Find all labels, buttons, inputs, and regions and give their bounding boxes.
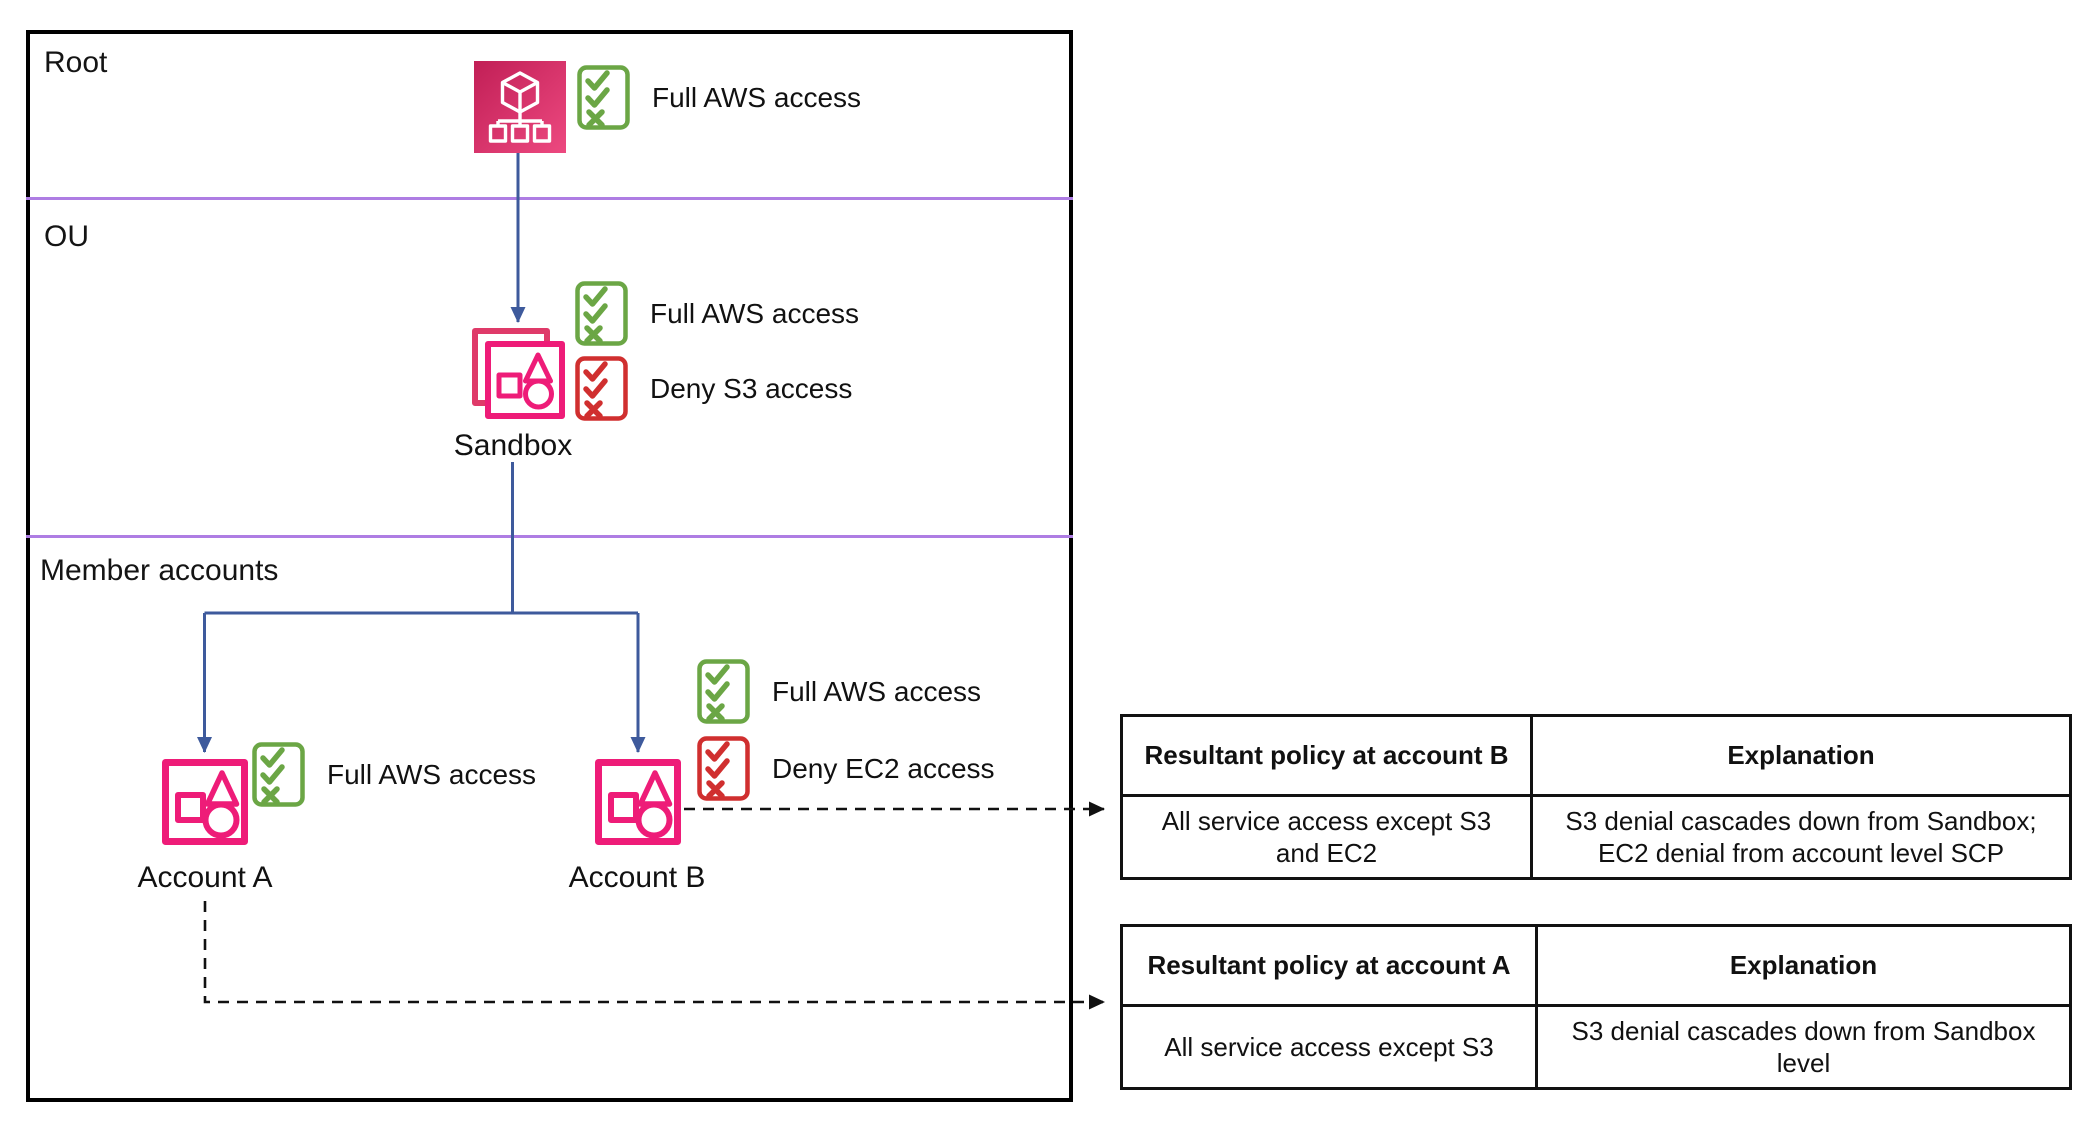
table-header-cell: Resultant policy at account A xyxy=(1123,927,1538,1007)
policy-label: Full AWS access xyxy=(327,758,537,790)
root-policy-full-aws-access: Full AWS access xyxy=(577,65,861,130)
ou-policy-deny-s3-access: Deny S3 access xyxy=(575,356,852,421)
allow-checklist-icon xyxy=(577,65,630,130)
table-body-cell: All service access except S3 and EC2 xyxy=(1123,797,1533,877)
table-body-cell: S3 denial cascades down from Sandbox lev… xyxy=(1571,1015,2036,1079)
account-a-policy-full-aws-access: Full AWS access xyxy=(252,742,536,807)
resultant-policy-table-account-b: Resultant policy at account B Explanatio… xyxy=(1120,714,2072,880)
table-body-cell: All service access except S3 xyxy=(1123,1007,1538,1087)
ou-members-divider xyxy=(26,535,1073,538)
resultant-policy-table-account-a: Resultant policy at account A Explanatio… xyxy=(1120,924,2072,1090)
account-a-name-label: Account A xyxy=(137,861,273,894)
section-label-ou: OU xyxy=(44,220,89,253)
allow-checklist-icon xyxy=(575,281,628,346)
policy-label: Deny S3 access xyxy=(650,372,853,404)
policy-label: Deny EC2 access xyxy=(772,752,995,784)
deny-checklist-icon xyxy=(697,736,750,801)
ou-name-label: Sandbox xyxy=(453,429,573,462)
account-b-name-label: Account B xyxy=(568,861,706,894)
account-icon xyxy=(595,759,681,845)
organizational-unit-icon xyxy=(472,328,566,420)
account-b-policy-deny-ec2-access: Deny EC2 access xyxy=(697,736,995,801)
table-header-cell: Explanation xyxy=(1533,717,2069,797)
account-icon xyxy=(162,759,248,845)
policy-label: Full AWS access xyxy=(650,297,860,329)
root-ou-divider xyxy=(26,197,1073,200)
deny-checklist-icon xyxy=(575,356,628,421)
account-b-policy-full-aws-access: Full AWS access xyxy=(697,659,981,724)
organizations-root-icon xyxy=(474,61,566,153)
section-label-root: Root xyxy=(44,46,108,79)
table-header-cell: Resultant policy at account B xyxy=(1123,717,1533,797)
table-header-cell: Explanation xyxy=(1538,927,2069,1007)
section-label-member-accounts: Member accounts xyxy=(40,554,279,587)
allow-checklist-icon xyxy=(697,659,750,724)
policy-label: Full AWS access xyxy=(652,81,862,113)
policy-label: Full AWS access xyxy=(772,675,982,707)
allow-checklist-icon xyxy=(252,742,305,807)
ou-policy-full-aws-access: Full AWS access xyxy=(575,281,859,346)
table-body-cell: S3 denial cascades down from Sandbox; EC… xyxy=(1565,805,2037,869)
